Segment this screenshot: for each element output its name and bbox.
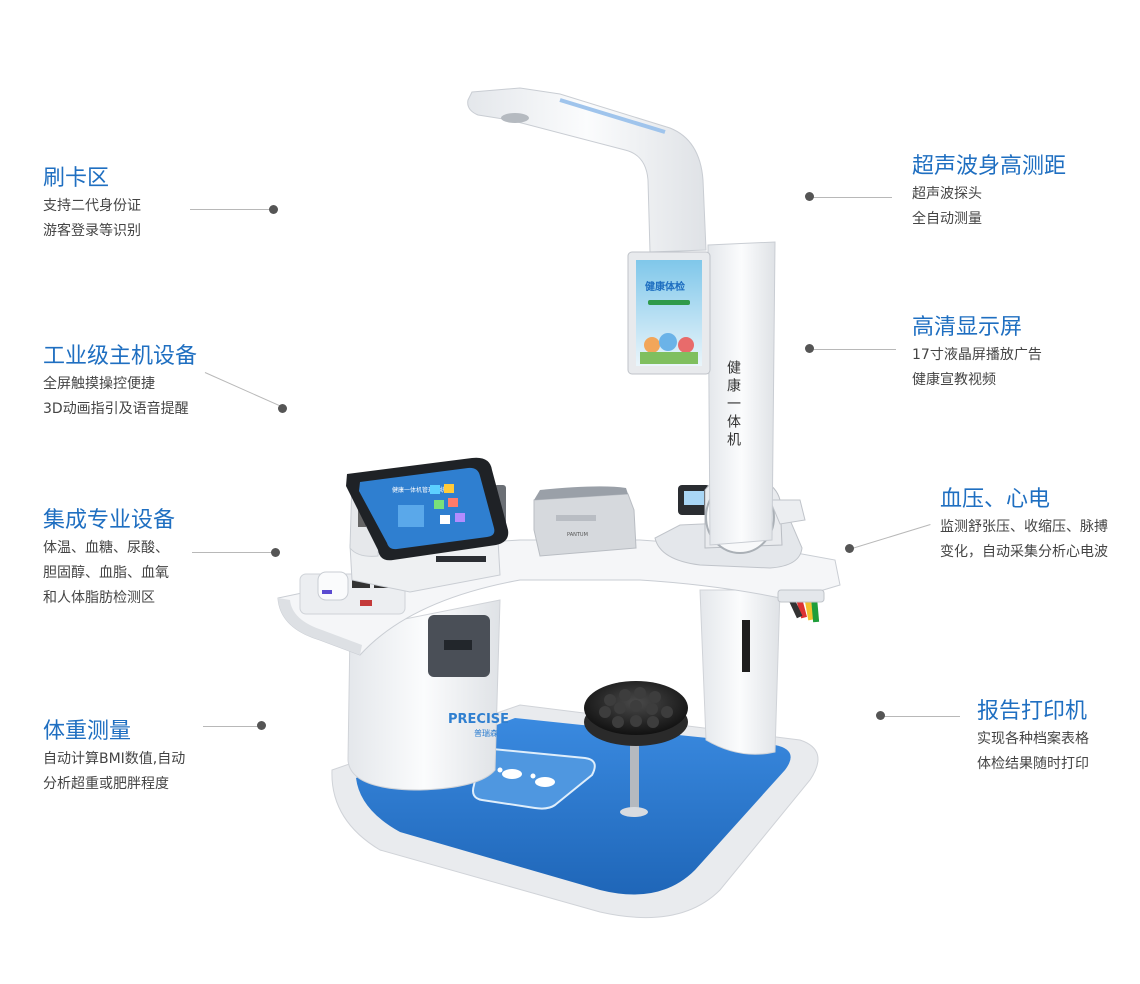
callout-line: 健康宣教视频: [912, 372, 996, 388]
callout-title: 体重测量: [43, 719, 132, 744]
callout-blood-pressure: 血压、心电 监测舒张压、收缩压、脉搏 变化，自动采集分析心电波: [940, 485, 1108, 565]
leader-line-screen: [812, 349, 896, 350]
receipt-slot: [436, 556, 486, 562]
callout-line: 游客登录等识别: [43, 223, 141, 239]
callout-line: 体温、血糖、尿酸、: [43, 540, 169, 556]
callout-line: 全自动测量: [912, 211, 982, 227]
callout-line: 变化，自动采集分析心电波: [940, 544, 1108, 560]
callout-title: 血压、心电: [940, 487, 1051, 512]
marker-dot-height: [805, 192, 814, 201]
leader-line-weight: [203, 726, 259, 727]
callout-screen: 高清显示屏 17寸液晶屏播放广告 健康宣教视频: [912, 313, 1042, 393]
thermometer-device: [317, 571, 349, 601]
tablet-screen-text: 健康一体机管理系统: [392, 486, 446, 494]
brand-logo: PRECISE: [448, 712, 509, 727]
stool: [584, 681, 688, 817]
callout-line: 支持二代身份证: [43, 198, 141, 214]
callout-card-area: 刷卡区 支持二代身份证 游客登录等识别: [43, 164, 141, 244]
callout-title: 高清显示屏: [912, 315, 1023, 340]
callout-line: 全屏触摸操控便捷: [43, 376, 155, 392]
callout-host-device: 工业级主机设备 全屏触摸操控便捷 3D动画指引及语音提醒: [43, 342, 197, 422]
printer-brand: PANTUM: [567, 532, 588, 538]
callout-title: 刷卡区: [43, 166, 110, 191]
footprint-pad: [472, 746, 596, 810]
leader-line-devices: [192, 552, 272, 553]
callout-integrated-devices: 集成专业设备 体温、血糖、尿酸、 胆固醇、血脂、血氧 和人体脂肪检测区: [43, 506, 175, 611]
leader-line-printer: [884, 716, 960, 717]
marker-dot-weight: [257, 721, 266, 730]
callout-title: 报告打印机: [977, 699, 1088, 724]
column-label: 健康一体机: [725, 360, 741, 450]
callout-line: 监测舒张压、收缩压、脉搏: [940, 519, 1108, 535]
leader-line-card: [190, 209, 270, 210]
marker-dot-devices: [271, 548, 280, 557]
display-screen-title: 健康体检: [645, 280, 685, 293]
ultrasonic-height-arm: [467, 87, 707, 253]
callout-line: 体检结果随时打印: [977, 756, 1089, 772]
callout-title: 超声波身高测距: [912, 154, 1067, 179]
callout-height: 超声波身高测距 超声波探头 全自动测量: [912, 152, 1066, 232]
callout-line: 胆固醇、血脂、血氧: [43, 565, 169, 581]
callout-printer: 报告打印机 实现各种档案表格 体检结果随时打印: [977, 697, 1089, 777]
marker-dot-screen: [805, 344, 814, 353]
callout-line: 分析超重或肥胖程度: [43, 776, 169, 792]
callout-line: 17寸液晶屏播放广告: [912, 347, 1042, 363]
marker-dot-printer: [876, 711, 885, 720]
ultrasonic-probe: [501, 113, 529, 123]
callout-title: 工业级主机设备: [43, 344, 198, 369]
leader-line-height: [812, 197, 892, 198]
marker-dot-card: [269, 205, 278, 214]
callout-weight: 体重测量 自动计算BMI数值,自动 分析超重或肥胖程度: [43, 717, 185, 797]
right-support-pillar: [699, 589, 781, 755]
touchscreen-tablet: 健康一体机管理系统: [346, 457, 509, 561]
marker-dot-host: [278, 404, 287, 413]
brand-logo-sub: 普瑞森: [474, 728, 498, 738]
hd-display: 健康体检: [627, 251, 711, 375]
marker-dot-bp: [845, 544, 854, 553]
callout-line: 3D动画指引及语音提醒: [43, 401, 189, 417]
report-printer: PANTUM: [533, 486, 637, 557]
callout-line: 自动计算BMI数值,自动: [43, 751, 186, 767]
callout-line: 超声波探头: [912, 186, 982, 202]
callout-title: 集成专业设备: [43, 508, 176, 533]
callout-line: 实现各种档案表格: [977, 731, 1089, 747]
vertical-column: [707, 241, 776, 546]
callout-line: 和人体脂肪检测区: [43, 590, 155, 606]
